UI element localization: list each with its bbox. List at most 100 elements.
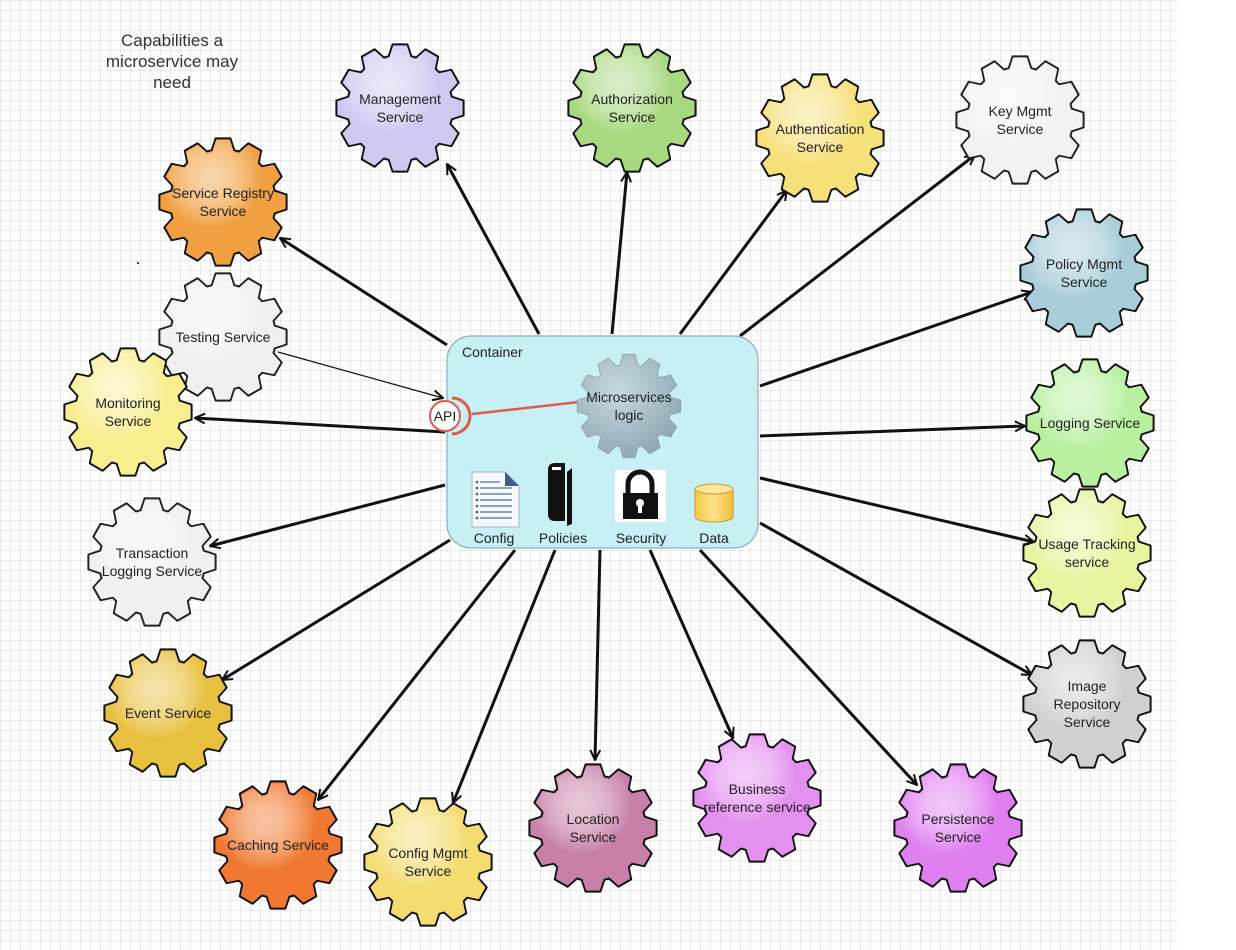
key-mgmt-gear-shading [958, 58, 1082, 182]
data-label: Data [699, 530, 729, 546]
management-label-line2: Service [377, 109, 424, 125]
business-reference-label-line2: reference service [703, 799, 811, 815]
logging-gear-shading [1028, 361, 1152, 485]
data-cylinder-icon [694, 483, 734, 523]
testing-label-line1: Testing Service [176, 329, 271, 345]
service-event[interactable]: Event Service [103, 648, 233, 778]
arrow-management [445, 164, 541, 335]
arrow-policy-mgmt [759, 292, 1032, 388]
arrow-caching [318, 549, 517, 800]
key-mgmt-label-line1: Key Mgmt [988, 103, 1051, 119]
arrow-authorization [610, 172, 627, 335]
policies-label: Policies [539, 530, 587, 546]
transaction-logging-gear-shading [90, 500, 214, 624]
service-caching[interactable]: Caching Service [213, 780, 343, 910]
caching-gear-shading [216, 783, 340, 907]
arrow-monitoring [195, 418, 446, 434]
service-registry-gear-shading [161, 140, 285, 264]
config-mgmt-label-line2: Service [405, 863, 452, 879]
authentication-gear-shading [758, 76, 882, 200]
arrow-image-repository [759, 521, 1032, 677]
logging-label-line1: Logging Service [1040, 415, 1141, 431]
arrows-layer [195, 155, 1034, 803]
arrow-authentication [678, 190, 787, 335]
transaction-logging-label-line2: Logging Service [102, 563, 203, 579]
logic-label-line1: Microservices [586, 389, 672, 405]
config-label: Config [474, 530, 514, 546]
testing-gear-shading [161, 275, 285, 399]
policies-book-icon [548, 463, 572, 526]
stray-dot [137, 262, 139, 264]
container-label: Container [462, 344, 523, 360]
policy-mgmt-label-line1: Policy Mgmt [1046, 256, 1122, 272]
microservices-logic-gear-icon [576, 353, 682, 459]
service-registry-label-line2: Service [200, 203, 247, 219]
api-label: API [434, 408, 457, 424]
service-usage-tracking[interactable]: Usage Tracking service [1022, 488, 1152, 618]
authorization-gear-shading [570, 46, 694, 170]
authentication-label-line1: Authentication [776, 121, 865, 137]
api-node[interactable]: API [429, 396, 472, 436]
arrow-transaction-logging [210, 483, 446, 546]
caching-label-line1: Caching Service [227, 837, 329, 853]
image-repository-label-line2: Repository [1054, 696, 1121, 712]
arrow-location [595, 549, 602, 760]
management-label-line1: Management [359, 91, 441, 107]
arrow-event [222, 538, 451, 682]
arrow-business-reference [648, 549, 733, 738]
policy-mgmt-label-line2: Service [1061, 274, 1108, 290]
arrow-logging [759, 426, 1025, 438]
usage-tracking-gear-shading [1025, 491, 1149, 615]
arrow-usage-tracking [759, 476, 1034, 542]
diagram-heading: Capabilities a microservice may need [105, 31, 239, 92]
transaction-logging-label-line1: Transaction [116, 545, 189, 561]
usage-tracking-label-line1: Usage Tracking [1038, 536, 1135, 552]
arrow-service-registry [280, 236, 448, 347]
image-repository-gear-shading [1025, 642, 1149, 766]
authorization-label-line1: Authorization [591, 91, 673, 107]
container: Container [446, 335, 759, 549]
arrow-persistence [698, 548, 917, 785]
event-label-line1: Event Service [125, 705, 212, 721]
arrow-testing [277, 351, 443, 398]
location-label-line1: Location [567, 811, 620, 827]
persistence-gear-shading [896, 766, 1020, 890]
policy-mgmt-gear-shading [1022, 211, 1146, 335]
gears-layer: ManagementServiceAuthorizationServiceAut… [63, 43, 1155, 927]
service-logging[interactable]: Logging Service [1025, 358, 1155, 488]
api-connector [471, 399, 589, 416]
logic-label-line2: logic [615, 407, 644, 423]
persistence-label-line2: Service [935, 829, 982, 845]
image-repository-label-line1: Image [1068, 678, 1107, 694]
key-mgmt-label-line2: Service [997, 121, 1044, 137]
config-document-icon [471, 471, 520, 528]
arrow-key-mgmt [739, 155, 975, 338]
service-testing[interactable]: Testing Service [158, 272, 288, 402]
config-mgmt-gear-shading [366, 800, 490, 924]
container-content: API Microservices logic [429, 389, 734, 546]
authorization-label-line2: Service [609, 109, 656, 125]
monitoring-gear-shading [66, 350, 190, 474]
arrow-config-mgmt [453, 549, 557, 803]
authentication-label-line2: Service [797, 139, 844, 155]
business-reference-gear-shading [695, 736, 819, 860]
config-mgmt-label-line1: Config Mgmt [388, 845, 467, 861]
usage-tracking-label-line2: service [1065, 554, 1110, 570]
security-label: Security [616, 530, 667, 546]
location-gear-shading [531, 766, 655, 890]
